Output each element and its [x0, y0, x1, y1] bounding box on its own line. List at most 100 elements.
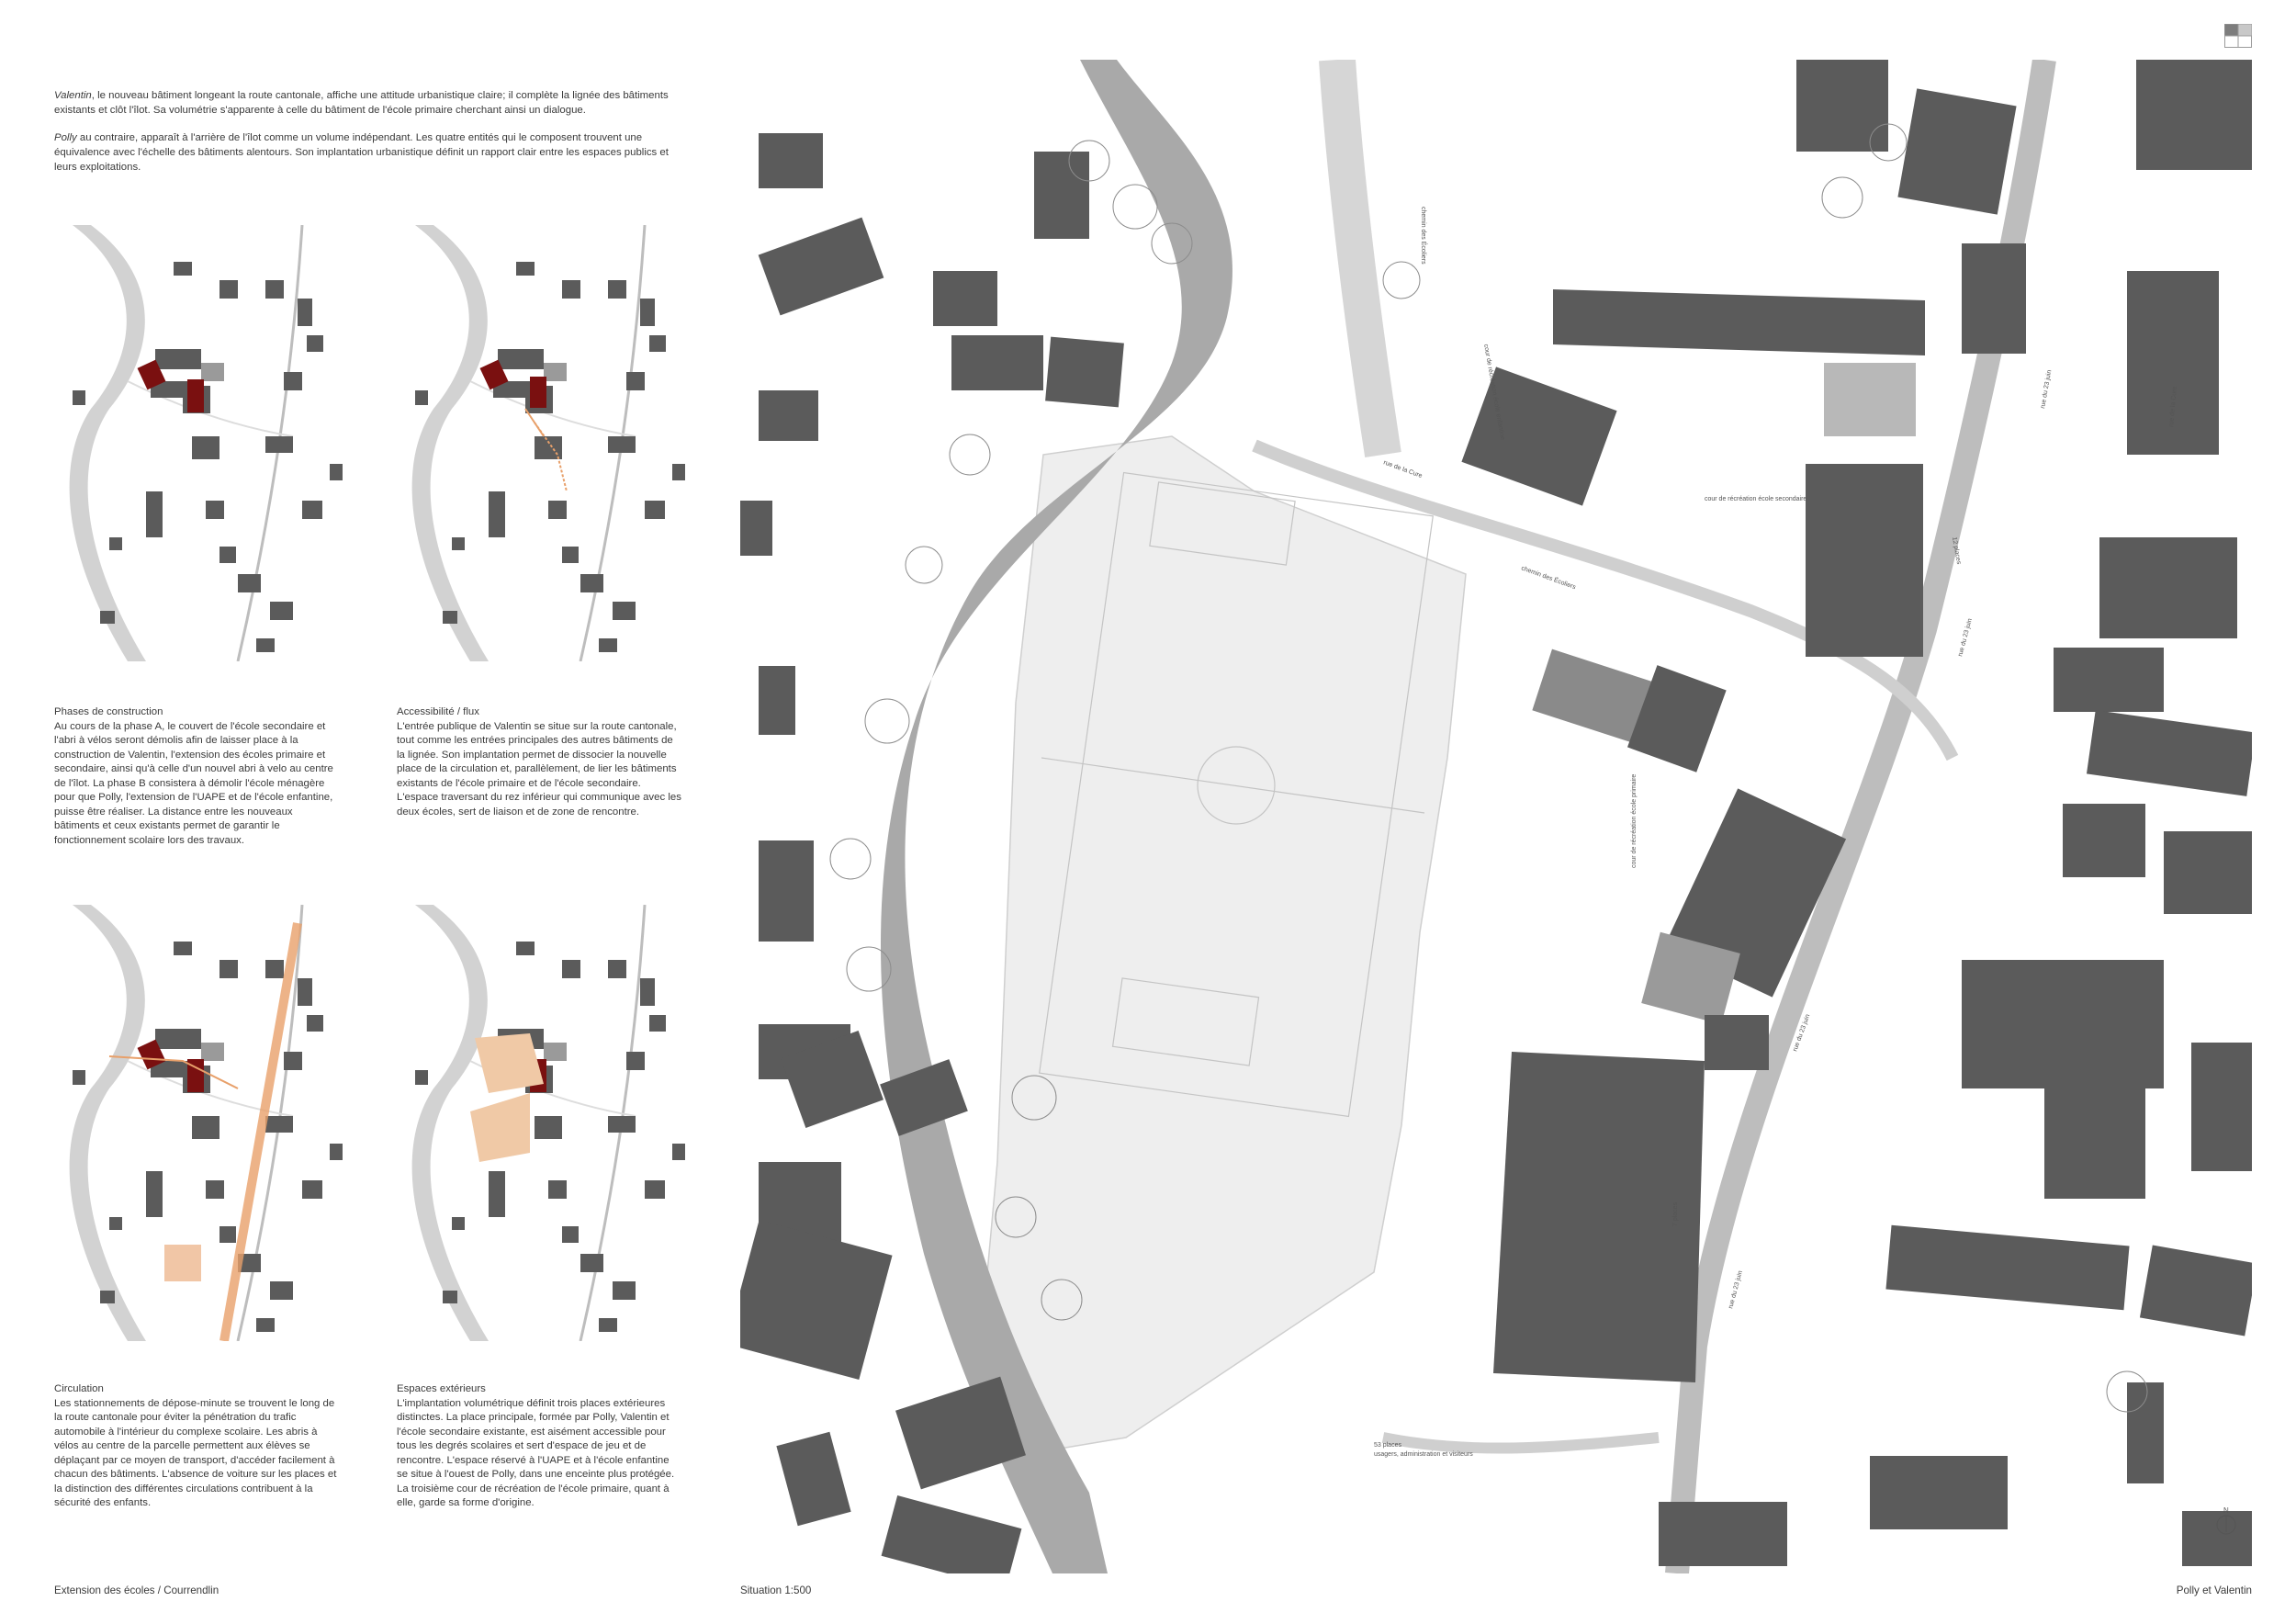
building	[302, 501, 322, 519]
building	[270, 1281, 293, 1300]
building	[645, 501, 665, 519]
building	[2136, 60, 2252, 170]
building	[2063, 804, 2145, 877]
diagram-accessibility	[397, 225, 686, 661]
label-rue-du-23-juin-1: rue du 23 juin	[2040, 369, 2053, 409]
hall-building	[1626, 665, 1727, 773]
building	[2127, 271, 2219, 455]
building	[284, 1052, 302, 1070]
building	[562, 1226, 579, 1243]
tree	[995, 1196, 1037, 1238]
building	[2099, 537, 2237, 638]
pitch-centre-circle	[1197, 746, 1276, 825]
road-rue-de-la-cure	[1252, 439, 1959, 761]
river	[69, 905, 146, 1341]
label-cour-primaire: cour de récréation école primaire	[1631, 774, 1638, 868]
diagram-map	[69, 225, 343, 661]
building	[1659, 1502, 1787, 1566]
road	[469, 380, 636, 437]
tree	[2106, 1370, 2148, 1413]
primary-school	[1493, 1052, 1705, 1382]
building	[452, 1217, 465, 1230]
building	[881, 1495, 1022, 1573]
school-secondary	[1553, 289, 1925, 355]
building	[649, 1015, 666, 1032]
caption-circulation: Circulation Les stationnements de dépose…	[54, 1382, 339, 1511]
river	[880, 60, 1232, 1573]
building	[626, 1052, 645, 1070]
building	[330, 464, 343, 480]
buildings	[73, 262, 343, 652]
building	[951, 335, 1043, 390]
tree	[1382, 261, 1421, 299]
building	[1962, 960, 2164, 1088]
tree	[1112, 184, 1158, 230]
neighbouring-buildings	[740, 60, 2252, 1573]
diagram-map	[411, 225, 685, 661]
building	[493, 381, 530, 398]
building	[73, 1070, 85, 1085]
river	[411, 225, 489, 661]
diagram-exterior-spaces	[397, 905, 686, 1341]
building	[608, 436, 636, 453]
building	[2086, 710, 2252, 796]
caption-title: Phases de construction	[54, 706, 163, 717]
tree	[1821, 176, 1863, 219]
building	[302, 1180, 322, 1199]
polly-building	[479, 359, 509, 390]
annex-building	[544, 1043, 567, 1061]
diagram-construction-phases	[54, 225, 343, 661]
building	[740, 1219, 893, 1381]
tree	[1151, 222, 1193, 265]
building	[599, 1318, 617, 1332]
caption-accessibility: Accessibilité / flux L'entrée publique d…	[397, 705, 681, 819]
pitch-centre-line	[1041, 757, 1425, 814]
caption-body: Les stationnements de dépose-minute se t…	[54, 1397, 337, 1509]
road-south	[1381, 1432, 1660, 1454]
building	[146, 491, 163, 537]
building	[1796, 60, 1888, 152]
building	[1885, 1224, 2130, 1311]
caption-body: Au cours de la phase A, le couvert de l'…	[54, 720, 333, 846]
annex-building	[201, 1043, 224, 1061]
building	[155, 1029, 201, 1049]
building	[562, 547, 579, 563]
building	[1962, 243, 2026, 354]
building	[562, 280, 580, 299]
building	[100, 1291, 115, 1303]
building	[206, 501, 224, 519]
diagram-map	[69, 905, 343, 1341]
building	[759, 840, 814, 942]
diagram-map	[411, 905, 685, 1341]
buildings	[415, 262, 685, 652]
sports-field-area	[978, 435, 1467, 1457]
intro-polly-name: Polly	[54, 132, 77, 143]
polly-building	[1461, 367, 1617, 506]
trees	[829, 123, 2148, 1413]
building	[174, 262, 192, 276]
building	[151, 1061, 187, 1077]
building	[284, 372, 302, 390]
caption-title: Circulation	[54, 1383, 104, 1394]
building	[498, 349, 544, 369]
building	[109, 537, 122, 550]
north-arrow: N	[2216, 1506, 2236, 1535]
river	[69, 225, 146, 661]
building	[265, 280, 284, 299]
building	[1034, 152, 1089, 239]
river	[411, 905, 489, 1341]
tree	[864, 698, 910, 744]
building	[151, 381, 187, 398]
building	[489, 491, 505, 537]
building	[759, 133, 823, 188]
tree	[829, 838, 872, 880]
building	[238, 574, 261, 592]
building	[298, 299, 312, 326]
building	[307, 1015, 323, 1032]
valentin-building	[187, 1059, 204, 1092]
building	[307, 335, 323, 352]
building	[640, 978, 655, 1006]
building	[330, 1144, 343, 1160]
north-arrow-label: N	[2223, 1506, 2229, 1515]
intro-text: Valentin, le nouveau bâtiment longeant l…	[54, 88, 688, 187]
